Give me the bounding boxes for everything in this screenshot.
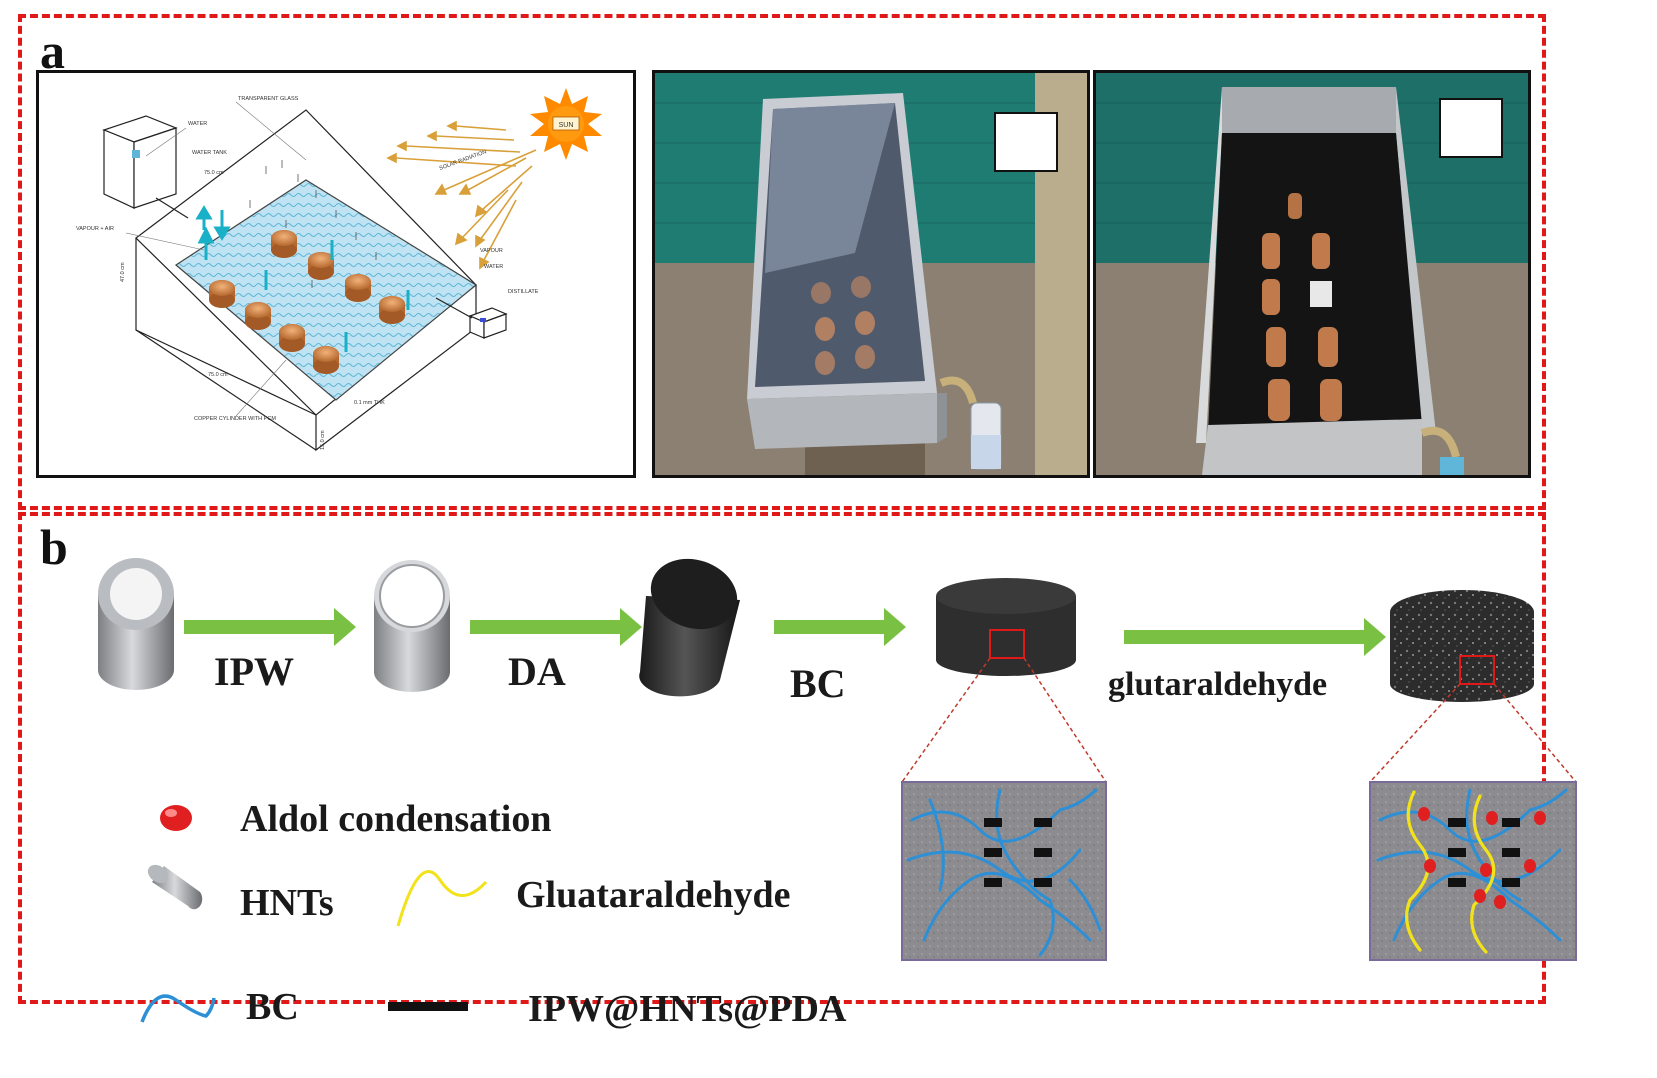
label-vapour: VAPOUR <box>480 248 503 254</box>
bc-disc <box>936 578 1076 676</box>
step-label-ipw: IPW <box>214 649 294 694</box>
copper-cylinders <box>209 230 405 374</box>
panel-a-letter: a <box>40 23 65 79</box>
label-glass: TRANSPARENT GLASS <box>238 96 299 102</box>
pda-tube <box>639 558 740 697</box>
label-copper: COPPER CYLINDER WITH PCM <box>194 416 276 422</box>
zoom-lines <box>901 657 1577 783</box>
photo-open-still-art <box>1096 73 1528 475</box>
panel-b-frame <box>18 512 1546 1004</box>
label-water: WATER <box>188 121 207 127</box>
label-dim-top: 75.0 cm <box>204 170 224 176</box>
label-water-right: WATER <box>484 264 503 270</box>
vapour-arrows <box>195 205 410 352</box>
hnt-tube-2 <box>374 560 450 692</box>
panel-a-frame <box>18 14 1546 510</box>
sun-label: SUN <box>559 122 574 129</box>
label-dim-low: 15.0 cm <box>320 430 326 450</box>
label-distillate: DISTILLATE <box>508 289 539 295</box>
photo-covered-still-art <box>655 73 1087 475</box>
label-vapour-air: VAPOUR + AIR <box>76 226 114 232</box>
legend-aldol-text: Aldol condensation <box>240 798 552 840</box>
process-arrows <box>184 608 1386 656</box>
photo-open-still <box>1093 70 1531 478</box>
label-dim-side: 47.0 cm <box>120 262 126 282</box>
distillate-container <box>435 297 508 339</box>
zoom-bc <box>901 781 1107 961</box>
solar-still-schematic: SUN TRANSPARENT GLASS WATER WATER TANK V… <box>36 70 636 478</box>
step-label-da: DA <box>508 649 566 694</box>
crosslinked-disc <box>1390 590 1534 702</box>
step-label-glutaraldehyde: glutaraldehyde <box>1108 666 1328 703</box>
legend-ipw-text: IPW@HNTs@PDA <box>528 988 847 1030</box>
solar-radiation-arrows <box>386 120 537 270</box>
hnt-tube-1 <box>98 558 174 690</box>
legend-bc-text: BC <box>246 986 299 1028</box>
panel-b-letter: b <box>40 519 68 575</box>
legend-hnts-text: HNTs <box>240 882 334 924</box>
water-tank <box>102 115 189 219</box>
photo-covered-still <box>652 70 1090 478</box>
step-label-bc: BC <box>790 661 846 706</box>
label-dim-bottom: 75.0 cm <box>208 372 228 378</box>
sun-icon: SUN <box>530 88 602 160</box>
label-thickness: 0.1 mm THK <box>354 400 385 406</box>
label-water-tank: WATER TANK <box>192 150 227 156</box>
legend-ipw-icon <box>388 1002 468 1011</box>
legend-bc-icon <box>140 994 216 1023</box>
legend-glut-icon <box>396 870 488 927</box>
legend-glut-text: Gluataraldehyde <box>516 874 791 916</box>
legend-aldol-icon <box>160 805 192 831</box>
still-box <box>135 109 478 452</box>
legend-hnt-icon <box>147 864 203 910</box>
zoom-crosslinked <box>1369 781 1577 961</box>
